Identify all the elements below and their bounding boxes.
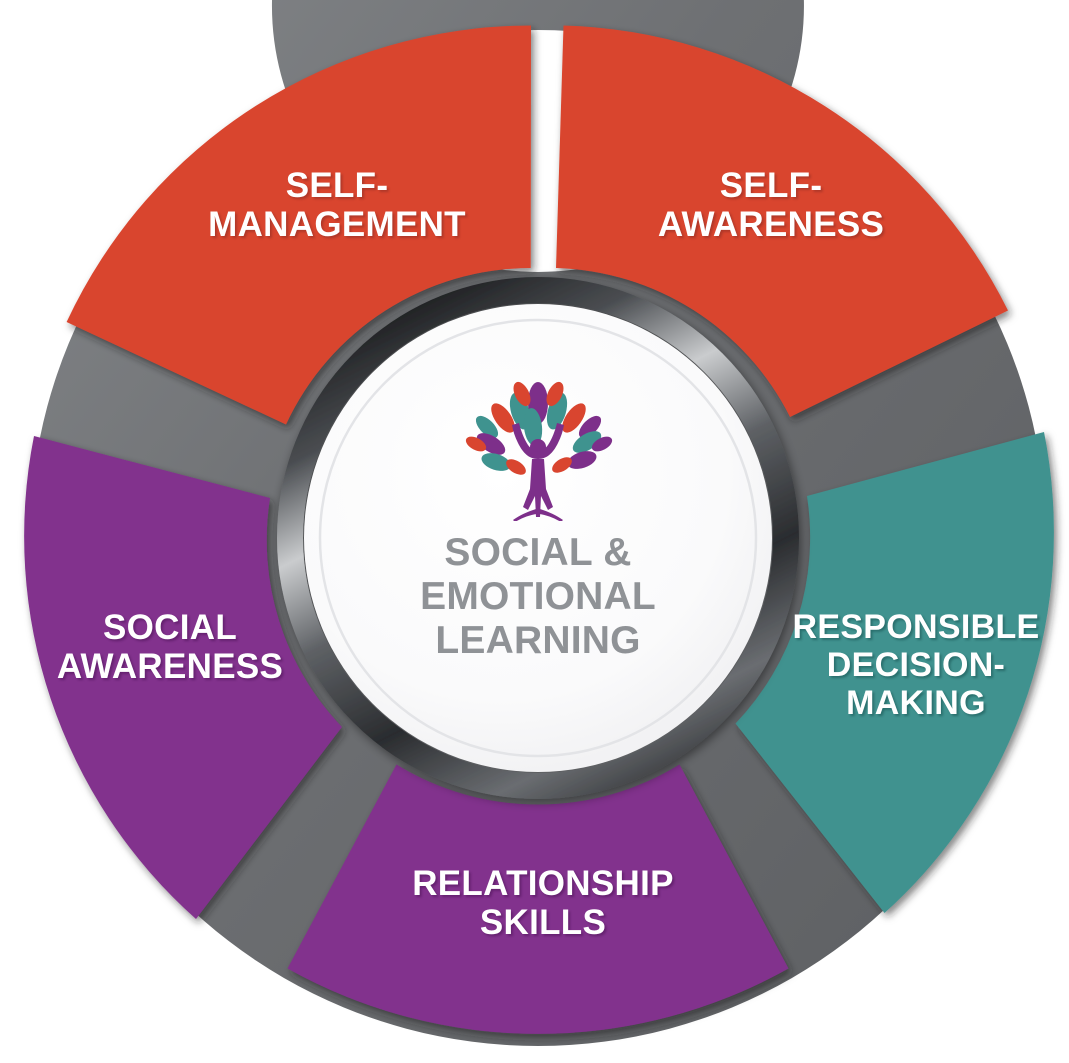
segment-social-awareness[interactable]	[24, 436, 342, 919]
center-ring	[277, 277, 799, 799]
segment-responsible-decision-making[interactable]	[735, 432, 1054, 913]
center-disc-inner-ring	[318, 318, 758, 758]
wheel-segments	[24, 25, 1054, 1034]
segment-relationship-skills[interactable]	[287, 764, 789, 1034]
center-disc	[304, 304, 772, 772]
segment-self-awareness[interactable]	[556, 25, 1008, 418]
segment-self-management[interactable]	[66, 25, 531, 425]
